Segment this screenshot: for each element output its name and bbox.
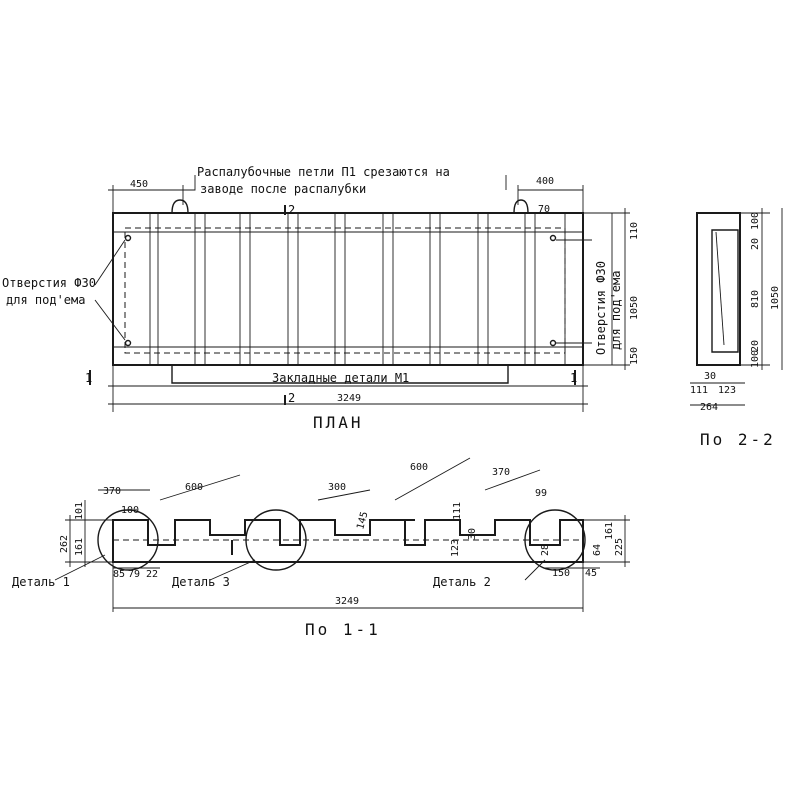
section-1-1-view (54, 457, 630, 612)
s22-dim-total: 1050 (770, 286, 781, 310)
plan-view (89, 175, 630, 412)
s11-dim-145: 145 (355, 510, 370, 530)
detail-1-label: Деталь 1 (12, 575, 70, 589)
cut-marker-2-bottom: 2 (288, 391, 295, 405)
cut-marker-2-top: 2 (288, 203, 295, 217)
dimension-line (484, 469, 541, 491)
leader-line (524, 559, 546, 581)
dim-plan-height: 1050 (629, 296, 640, 320)
lifting-hole-icon (124, 339, 132, 347)
dim-bottom-edge: 150 (629, 347, 640, 365)
s11-dim-b79: 79 (128, 569, 140, 580)
s22-dim-top2: 20 (750, 238, 761, 250)
dim-right-offset: 400 (536, 176, 554, 187)
slab-outline (112, 212, 584, 366)
dimension-line (394, 457, 471, 501)
s22-dim-w3: 123 (718, 385, 736, 396)
plan-title: ПЛАН (313, 413, 364, 432)
lifting-loop-icon (171, 199, 189, 214)
embedded-part-outline (171, 365, 509, 384)
lifting-hole-icon (549, 339, 557, 347)
holes-right-note-line2: для под'ема (609, 271, 623, 350)
formwork-loops-note-line2: заводе после распалубки (200, 182, 366, 196)
s11-dim-101: 101 (74, 502, 85, 520)
detail-2-label: Деталь 2 (433, 575, 491, 589)
s11-dim-111: 111 (452, 502, 463, 520)
lifting-loop-icon (513, 199, 529, 214)
holes-right-note-line1: Отверстия Ф30 (594, 261, 608, 355)
dim-plan-total-length: 3249 (337, 393, 361, 404)
s11-dim-b45: 45 (585, 568, 597, 579)
s11-dim-370a: 370 (103, 486, 121, 497)
s11-dim-262: 262 (59, 535, 70, 553)
s22-dim-w1: 30 (704, 371, 716, 382)
holes-left-note-line2: для под'ема (6, 293, 85, 307)
dim-left-offset: 450 (130, 179, 148, 190)
s11-dim-total: 3249 (335, 596, 359, 607)
s22-dim-w2: 111 (690, 385, 708, 396)
section-2-2-inner (711, 229, 739, 353)
section-2-2-outline (696, 212, 741, 366)
detail-3-label: Деталь 3 (172, 575, 230, 589)
s11-dim-161b: 161 (604, 522, 615, 540)
s22-dim-top: 100 (750, 212, 761, 230)
cut-marker-1-left: 1 (85, 371, 92, 385)
s22-dim-bottom2: 20 (750, 340, 761, 352)
dim-top-edge: 110 (629, 222, 640, 240)
s11-dim-225: 225 (614, 538, 625, 556)
s11-dim-370b: 370 (492, 467, 510, 478)
s11-dim-600a: 600 (185, 482, 203, 493)
s22-dim-bottom: 100 (750, 350, 761, 368)
s11-dim-b22: 22 (146, 569, 158, 580)
s11-dim-30: 30 (467, 528, 478, 540)
s11-dim-b150: 150 (552, 568, 570, 579)
lifting-hole-icon (549, 234, 557, 242)
section-2-2-title: По 2-2 (700, 430, 776, 449)
s11-dim-123: 123 (450, 539, 461, 557)
holes-left-note-line1: Отверстия Ф30 (2, 276, 96, 290)
detail-1-callout-circle (97, 509, 159, 571)
detail-2-callout-circle (524, 509, 586, 571)
leader-line (54, 554, 106, 581)
cut-marker-1-right: 1 (570, 371, 577, 385)
dim-small-right: 70 (538, 204, 550, 215)
s11-dim-28: 28 (540, 544, 551, 556)
formwork-loops-note-line1: Распалубочные петли П1 срезаются на (197, 165, 450, 179)
section-2-2-view (690, 208, 783, 406)
s22-dim-middle: 810 (750, 290, 761, 308)
dimension-line (317, 489, 371, 501)
s11-dim-b85: 85 (113, 569, 125, 580)
leader-line (94, 239, 126, 286)
s11-dim-64: 64 (592, 544, 603, 556)
s11-dim-161: 161 (74, 538, 85, 556)
leader-line (94, 299, 126, 341)
embedded-parts-note: Закладные детали М1 (272, 371, 409, 385)
stair-profile (112, 519, 584, 563)
s11-dim-300: 300 (328, 482, 346, 493)
dimension-line (159, 474, 241, 501)
section-2-2-hatch (715, 231, 725, 346)
detail-3-callout-circle (245, 509, 307, 571)
section-1-1-title: По 1-1 (305, 620, 381, 639)
s22-dim-width: 264 (700, 402, 718, 413)
s11-dim-600b: 600 (410, 462, 428, 473)
s11-dim-100: 100 (121, 505, 139, 516)
s11-dim-99: 99 (535, 488, 547, 499)
lifting-hole-icon (124, 234, 132, 242)
leader-line (188, 175, 196, 191)
leader-line (209, 559, 256, 581)
